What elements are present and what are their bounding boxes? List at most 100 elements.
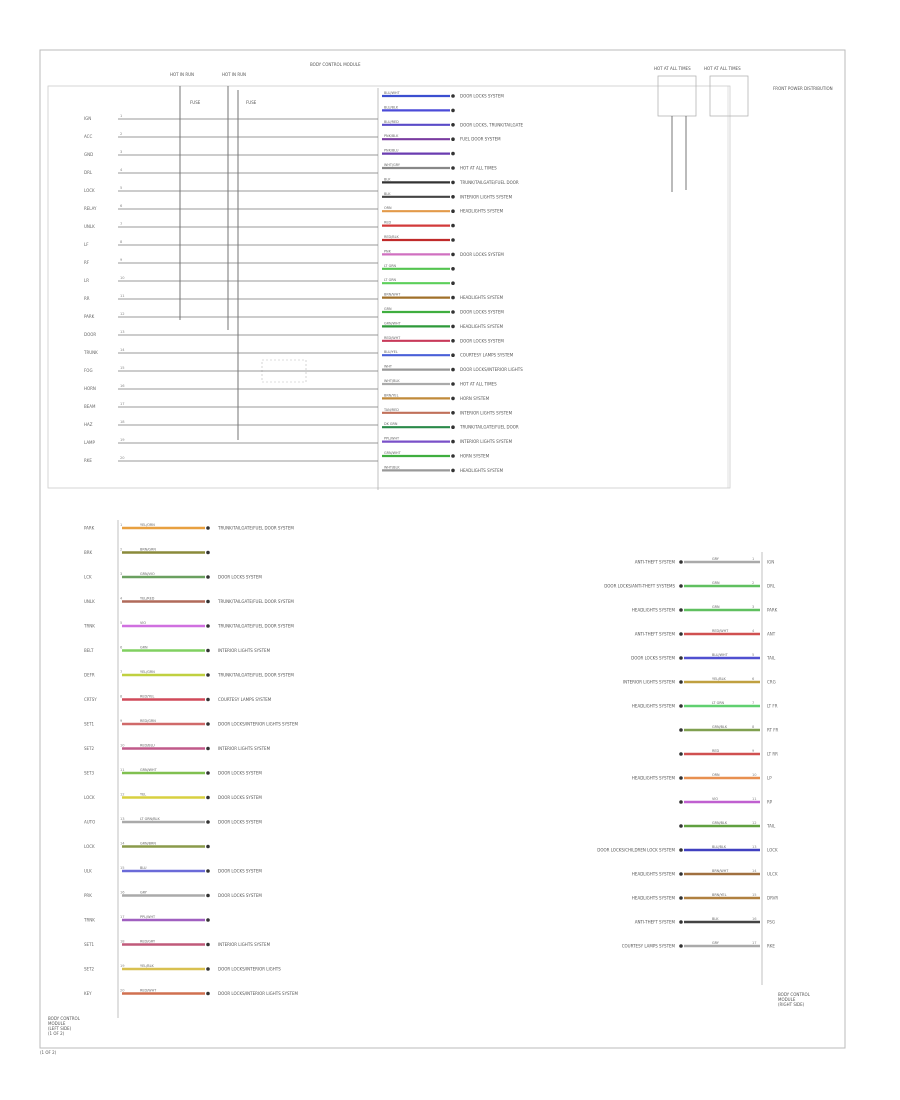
right-fuse-2-label: HOT AT ALL TIMES xyxy=(704,66,741,71)
bottom-right-label-3: (RIGHT SIDE) xyxy=(778,1002,805,1007)
top-wire-code: BLK xyxy=(384,192,391,196)
right-wire-code: VIO xyxy=(712,797,718,801)
top-wire-code: BRN/YEL xyxy=(384,393,399,397)
left-wire-code: GRN/WHT xyxy=(140,768,158,772)
right-wire-destination: ANTI-THEFT SYSTEM xyxy=(635,560,676,565)
diagram-frame xyxy=(39,49,846,1049)
left-wire-code: GRN xyxy=(140,646,148,650)
top-signal-label: RF xyxy=(84,260,90,265)
top-wire-terminal xyxy=(451,151,455,156)
top-wire-terminal xyxy=(451,123,455,127)
top-signal-label: PARK xyxy=(84,314,95,319)
right-wire-code: GRN xyxy=(712,581,720,585)
left-wire-destination: DOOR LOCKS SYSTEM xyxy=(218,795,262,800)
left-signal-label: PARK xyxy=(84,526,95,531)
right-wire-destination: DOOR LOCKS/CHILDREN LOCK SYSTEM xyxy=(597,848,675,853)
right-wire-code: BLU/BLK xyxy=(712,845,727,849)
left-signal-label: KEY xyxy=(84,991,92,996)
left-wire-destination: DOOR LOCKS SYSTEM xyxy=(218,575,262,580)
left-wire-code: GRN/BRN xyxy=(140,842,156,846)
top-wire-terminal xyxy=(451,94,455,98)
left-pin-number: 13 xyxy=(120,817,125,821)
top-signal-label: ACC xyxy=(84,134,92,139)
top-signal-label: RELAY xyxy=(84,206,97,211)
left-pin-number: 16 xyxy=(120,891,125,895)
left-wire-code: RED/WHT xyxy=(140,989,157,993)
left-wire-destination: TRUNK/TAILGATE/FUEL DOOR SYSTEM xyxy=(217,624,294,629)
left-pin-number: 18 xyxy=(120,940,125,944)
fuse-2-label: HOT IN RUN xyxy=(222,72,246,77)
left-signal-label: TRNK xyxy=(83,918,95,923)
top-wire-destination: DOOR LOCKS SYSTEM xyxy=(460,310,504,315)
module-label: BODY CONTROL MODULE xyxy=(310,62,361,67)
right-signal-label: IGN xyxy=(767,560,774,565)
left-wire-terminal xyxy=(206,526,210,530)
left-wire-terminal xyxy=(206,918,210,922)
right-wire-destination: HEADLIGHTS SYSTEM xyxy=(632,896,676,901)
right-wire-terminal xyxy=(679,824,683,828)
bottom-left-label-3: (LEFT SIDE) xyxy=(48,1026,72,1031)
left-wire-code: YEL xyxy=(140,793,146,797)
left-wire-code: RED/GRY xyxy=(140,940,156,944)
left-wire-code: VIO xyxy=(140,621,146,625)
right-signal-label: ULCK xyxy=(767,872,778,877)
top-pin-number: 11 xyxy=(120,294,125,298)
left-signal-label: AUTO xyxy=(84,820,95,825)
right-wire-destination: COURTESY LAMPS SYSTEM xyxy=(622,944,676,949)
top-pin-number: 8 xyxy=(120,240,123,244)
right-wire-code: GRN/BLK xyxy=(712,725,728,729)
left-signal-label: SET2 xyxy=(84,746,95,751)
top-pin-number: 6 xyxy=(120,204,123,208)
top-pin-number: 1 xyxy=(120,114,122,118)
right-wire-code: LT GRN xyxy=(712,701,725,705)
left-signal-label: DEFR xyxy=(84,673,95,678)
top-wire-terminal xyxy=(451,339,455,343)
left-signal-label: CRTSY xyxy=(84,697,97,702)
left-signal-label: LCK xyxy=(84,575,92,580)
left-pin-number: 11 xyxy=(120,768,125,772)
top-signal-label: DOOR xyxy=(84,332,96,337)
bottom-left-label-1: BODY CONTROL xyxy=(48,1016,81,1021)
top-pin-number: 17 xyxy=(120,402,125,406)
left-pin-number: 2 xyxy=(120,548,122,552)
top-wire-code: GRN/WHT xyxy=(384,321,402,325)
right-wire-code: GRY xyxy=(712,557,720,561)
left-wire-terminal xyxy=(206,771,210,775)
top-wire-terminal xyxy=(451,209,455,213)
left-wire-terminal xyxy=(206,746,210,751)
bottom-left-label-4: (1 OF 2) xyxy=(48,1031,65,1036)
left-wire-destination: DOOR LOCKS SYSTEM xyxy=(218,893,262,898)
top-signal-label: BEAM xyxy=(84,404,96,409)
top-wire-code: LT GRN xyxy=(384,278,397,282)
left-signal-label: LOCK xyxy=(84,844,95,849)
left-wire-code: BRN/GRN xyxy=(140,548,156,552)
right-signal-label: DRL xyxy=(767,584,776,589)
right-signal-label: RT FR xyxy=(767,728,779,733)
left-wire-destination: COURTESY LAMPS SYSTEM xyxy=(218,697,272,702)
top-wire-terminal xyxy=(451,411,455,415)
top-wire-terminal xyxy=(451,223,455,228)
top-pin-number: 20 xyxy=(120,456,125,460)
right-wire-terminal xyxy=(679,728,683,732)
top-wire-terminal xyxy=(451,439,455,444)
top-signal-label: FOG xyxy=(84,368,93,373)
top-wire-code: PNK/BLU xyxy=(384,149,399,153)
left-signal-label: LOCK xyxy=(84,795,95,800)
left-wire-destination: TRUNK/TAILGATE/FUEL DOOR SYSTEM xyxy=(217,599,294,604)
left-wire-terminal xyxy=(206,967,210,971)
right-fuse-box-1 xyxy=(657,75,697,117)
left-wire-terminal xyxy=(206,795,210,800)
page-number: (1 OF 2) xyxy=(40,1050,57,1055)
left-signal-label: SET3 xyxy=(84,771,95,776)
right-pin-number: 17 xyxy=(752,941,757,945)
top-signal-label: TRUNK xyxy=(83,350,98,355)
left-wire-destination: TRUNK/TAILGATE/FUEL DOOR SYSTEM xyxy=(217,673,294,678)
bottom-right-label-2: MODULE xyxy=(778,997,796,1002)
top-signal-label: RR xyxy=(84,296,90,301)
top-pin-number: 13 xyxy=(120,330,125,334)
right-wire-terminal xyxy=(679,800,683,804)
top-signal-label: RKE xyxy=(84,458,92,463)
right-pin-number: 6 xyxy=(752,677,755,681)
top-signal-label: DRL xyxy=(84,170,93,175)
